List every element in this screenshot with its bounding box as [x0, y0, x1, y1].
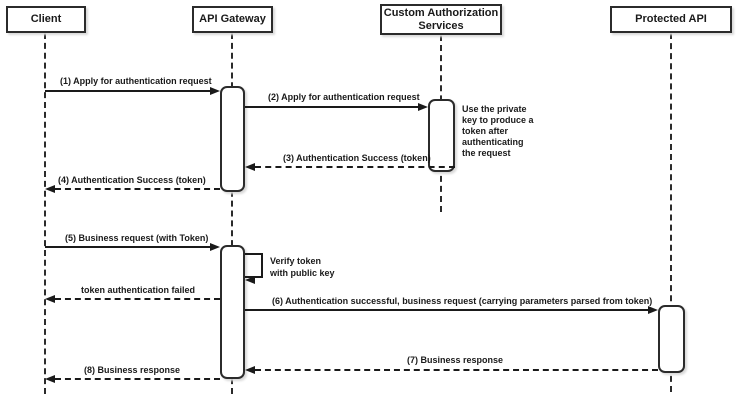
self-message-label: Verify token with public key: [270, 256, 335, 278]
message-5-arrowhead: [210, 243, 220, 251]
activation-api-gateway-2: [220, 245, 245, 379]
message-7-line: [255, 369, 658, 371]
message-6-line: [245, 309, 649, 311]
actor-box-custom-authorization-services: Custom Authorization Services: [380, 4, 502, 35]
message-7-label: (7) Business response: [407, 355, 504, 365]
message-2-line: [245, 106, 419, 108]
message-2-label: (2) Apply for authentication request: [268, 92, 420, 102]
lifeline-api-gateway: [231, 33, 233, 394]
message-8-label: (8) Business response: [84, 365, 181, 375]
message-4-arrowhead: [45, 185, 55, 193]
self-message-arrowhead: [245, 276, 255, 284]
activation-protected-api: [658, 305, 685, 373]
activation-api-gateway-1: [220, 86, 245, 192]
message-3-arrowhead: [245, 163, 255, 171]
message-2-arrowhead: [418, 103, 428, 111]
message-failed-line: [55, 298, 220, 300]
message-failed-arrowhead: [45, 295, 55, 303]
message-5-label: (5) Business request (with Token): [65, 233, 209, 243]
message-6-label: (6) Authentication successful, business …: [272, 296, 653, 306]
message-1-label: (1) Apply for authentication request: [60, 76, 212, 86]
self-message-loop: [245, 253, 263, 278]
note-private-key: Use the private key to produce a token a…: [462, 104, 534, 158]
message-8-arrowhead: [45, 375, 55, 383]
actor-label-client: Client: [30, 13, 62, 25]
actor-label-custom-authorization-services: Custom Authorization Services: [383, 6, 499, 32]
message-4-label: (4) Authentication Success (token): [58, 175, 206, 185]
actor-box-protected-api: Protected API: [610, 6, 732, 33]
lifeline-protected-api: [670, 33, 672, 392]
message-4-line: [55, 188, 220, 190]
message-failed-label: token authentication failed: [81, 285, 196, 295]
activation-custom-authorization-services: [428, 99, 455, 172]
message-6-arrowhead: [648, 306, 658, 314]
actor-label-protected-api: Protected API: [635, 13, 707, 25]
message-8-line: [55, 378, 220, 380]
message-5-line: [45, 246, 212, 248]
actor-box-api-gateway: API Gateway: [192, 6, 273, 33]
lifeline-client: [44, 33, 46, 394]
message-3-line: [255, 166, 455, 168]
message-3-label: (3) Authentication Success (token): [283, 153, 431, 163]
actor-box-client: Client: [6, 6, 86, 33]
message-1-line: [45, 90, 212, 92]
message-7-arrowhead: [245, 366, 255, 374]
message-1-arrowhead: [210, 87, 220, 95]
actor-label-api-gateway: API Gateway: [199, 13, 266, 25]
